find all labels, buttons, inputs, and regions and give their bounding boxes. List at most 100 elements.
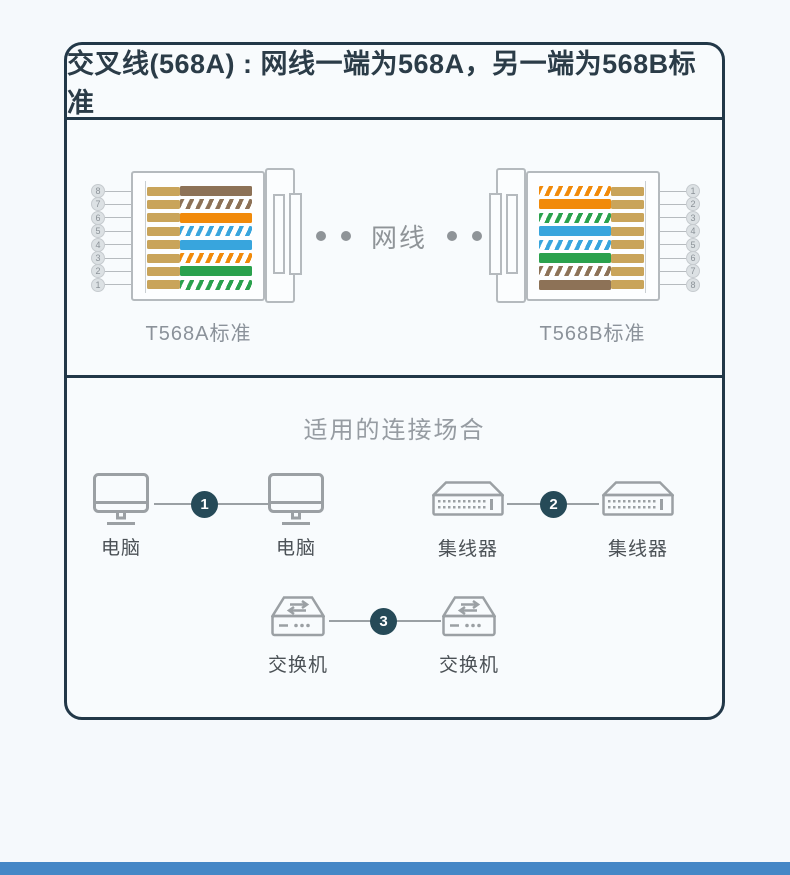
device-label: 集线器 xyxy=(437,539,498,560)
page-title: 交叉线(568A) : 网线一端为568A，另一端为568B标准 xyxy=(67,49,697,118)
pin-lead-line xyxy=(658,203,686,205)
bottom-bar xyxy=(0,862,790,875)
cable-dot xyxy=(315,231,326,241)
gold-contact xyxy=(147,213,180,223)
boot-slot xyxy=(506,194,518,274)
pin-number: 3 xyxy=(686,210,700,225)
wire-brown xyxy=(180,186,252,196)
gold-contact xyxy=(147,240,180,250)
gold-contact xyxy=(611,199,644,209)
usage-section: 适用的连接场合 电脑 1 xyxy=(67,378,722,717)
wire-orange xyxy=(180,212,252,223)
boot-tab xyxy=(289,193,302,275)
gold-contact xyxy=(611,266,644,276)
gold-contact xyxy=(147,280,180,290)
pin-lead-line xyxy=(105,190,133,192)
gold-contact xyxy=(147,253,180,263)
device-hub-right: 集线器 xyxy=(598,481,678,561)
wire-white-orange xyxy=(180,253,252,263)
pin-number: 1 xyxy=(686,184,700,198)
pin-number: 1 xyxy=(91,277,105,292)
cable-dot xyxy=(447,231,457,241)
device-label: 交换机 xyxy=(438,655,499,676)
wire-white-blue xyxy=(180,226,252,237)
cable-label: 网线 xyxy=(370,222,427,253)
pin-lead-line xyxy=(658,190,686,192)
wire-white-orange xyxy=(539,186,611,196)
pin-lead-line xyxy=(658,217,686,219)
badge-1: 1 xyxy=(191,491,218,518)
pin-number: 6 xyxy=(91,210,105,225)
device-hub-left: 集线器 xyxy=(428,481,508,561)
usage-section-title: 适用的连接场合 xyxy=(303,417,486,444)
header-section: 交叉线(568A) : 网线一端为568A，另一端为568B标准 xyxy=(67,45,722,120)
device-switch-left: 交换机 xyxy=(258,596,338,677)
wire-white-brown xyxy=(180,199,252,210)
boot-slot xyxy=(273,194,285,274)
pin-lead-line xyxy=(658,284,686,286)
pin-number: 6 xyxy=(686,251,700,265)
pin-number: 8 xyxy=(686,277,700,292)
wire-blue xyxy=(180,239,252,250)
cable-dot xyxy=(340,231,351,241)
plug-latch-line xyxy=(645,181,646,293)
pin-lead-line xyxy=(105,270,133,272)
badge-3: 3 xyxy=(370,608,397,635)
wire-green xyxy=(539,253,611,263)
t568b-standard-label: T568B标准 xyxy=(539,323,646,345)
pin-lead-line xyxy=(105,217,133,219)
cable-dot xyxy=(472,231,482,241)
device-label: 交换机 xyxy=(267,655,328,676)
pin-lead-line xyxy=(105,244,133,246)
device-label: 电脑 xyxy=(275,538,316,559)
wire-white-green xyxy=(539,212,611,223)
gold-contact xyxy=(611,213,644,223)
boot-tab xyxy=(489,193,502,275)
gold-contact xyxy=(147,226,180,236)
computer-icon xyxy=(93,473,149,525)
pin-lead-line xyxy=(105,284,133,286)
device-label: 电脑 xyxy=(100,538,141,559)
gold-contact xyxy=(147,186,180,196)
pin-number: 4 xyxy=(686,224,700,239)
pin-number: 2 xyxy=(686,197,700,212)
gold-contact xyxy=(611,280,644,290)
hub-icon xyxy=(432,481,504,516)
gold-contact xyxy=(611,240,644,250)
gold-contact xyxy=(611,253,644,263)
pin-lead-line xyxy=(105,257,133,259)
pin-number: 5 xyxy=(686,237,700,252)
wire-white-brown xyxy=(539,266,611,277)
switch-icon xyxy=(271,596,325,637)
device-computer-right: 电脑 xyxy=(264,473,328,560)
switch-icon xyxy=(442,596,496,637)
plug-latch-line xyxy=(145,181,146,293)
wire-blue xyxy=(539,226,611,237)
device-switch-right: 交换机 xyxy=(429,596,509,677)
badge-2: 2 xyxy=(540,491,567,518)
pin-number: 2 xyxy=(91,264,105,279)
hub-icon xyxy=(602,481,674,516)
pin-number: 3 xyxy=(91,251,105,265)
t568a-standard-label: T568A标准 xyxy=(145,323,252,345)
wire-orange xyxy=(539,199,611,210)
pin-lead-line xyxy=(658,257,686,259)
device-computer-left: 电脑 xyxy=(89,473,153,560)
wire-brown xyxy=(539,279,611,290)
pin-lead-line xyxy=(658,230,686,232)
gold-contact xyxy=(147,266,180,276)
pin-lead-line xyxy=(658,270,686,272)
pin-number: 5 xyxy=(91,224,105,239)
gold-contact xyxy=(147,199,180,209)
wire-green xyxy=(180,266,252,277)
pin-lead-line xyxy=(105,203,133,205)
device-label: 集线器 xyxy=(607,539,668,560)
wire-white-blue xyxy=(539,239,611,250)
gold-contact xyxy=(611,226,644,236)
pin-number: 4 xyxy=(91,237,105,252)
computer-icon xyxy=(268,473,324,525)
